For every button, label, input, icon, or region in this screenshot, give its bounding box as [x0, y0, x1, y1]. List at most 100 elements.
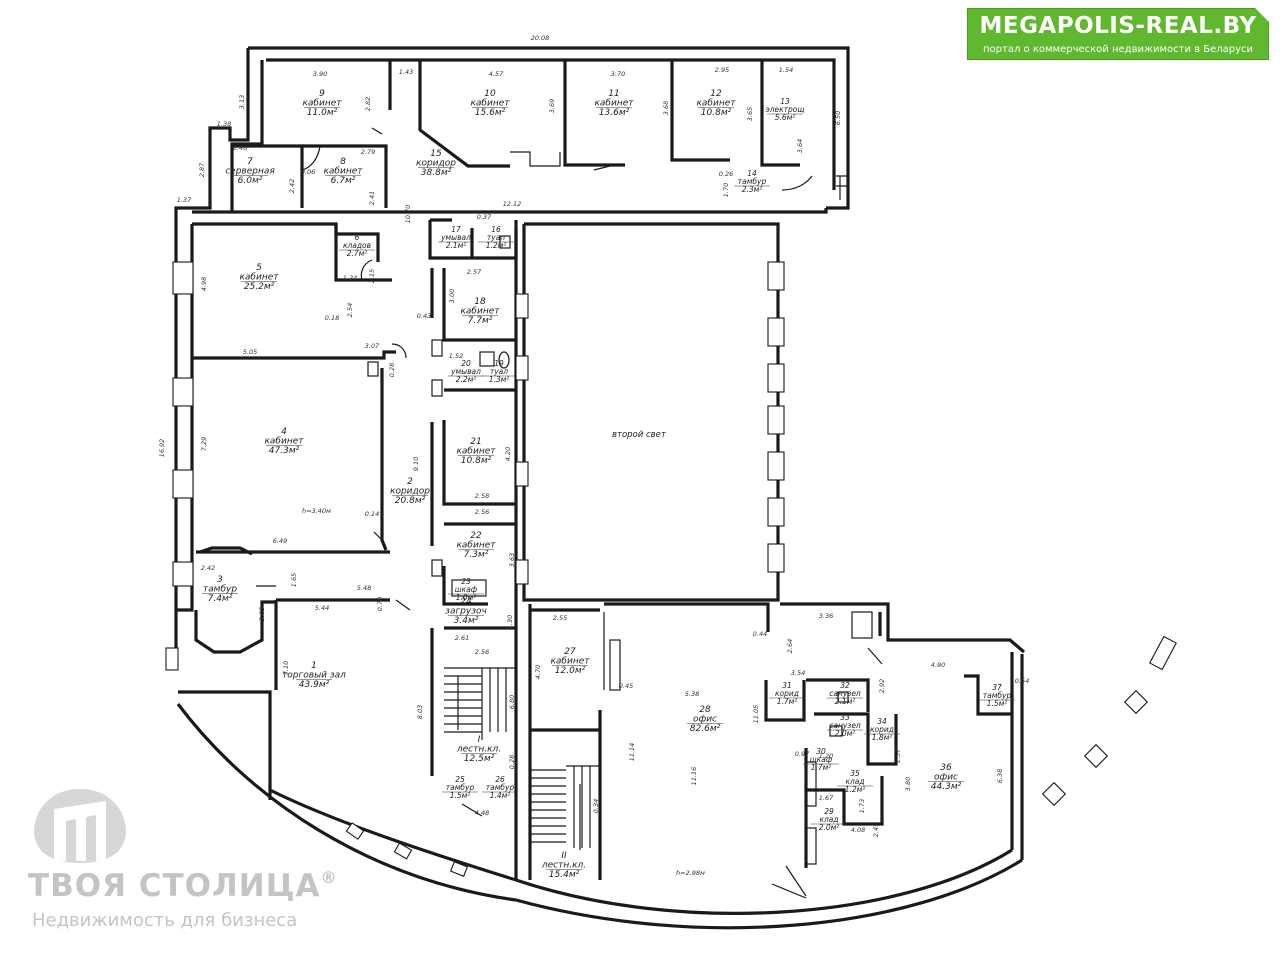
- room-number: 9: [319, 89, 325, 99]
- dimension-label: 7.29: [200, 437, 208, 451]
- dimension-label: 2.64: [786, 639, 794, 653]
- room-name: кабинет: [239, 273, 279, 283]
- dimension-label: 8.03: [416, 705, 424, 719]
- room-area: 6.0м²: [238, 176, 263, 186]
- dimension-label: 4.57: [489, 70, 504, 78]
- room-number: 6: [355, 233, 360, 242]
- room-number: 14: [747, 169, 757, 178]
- dimension-label: 3.69: [548, 99, 556, 113]
- dimension-label: 4.70: [534, 665, 542, 679]
- room-name: кабинет: [696, 99, 736, 109]
- room-name: кабинет: [264, 437, 304, 447]
- room-area: 47.3м²: [269, 446, 300, 456]
- room-number: 30: [816, 747, 826, 756]
- room-number: 5: [256, 263, 262, 273]
- dimension-label: 1.43: [399, 68, 413, 76]
- room-name: кабинет: [550, 657, 590, 667]
- room-number: 28: [699, 705, 711, 715]
- room-area: 10.8м²: [461, 456, 492, 466]
- dimension-label: 2.57: [467, 268, 482, 276]
- room-name: кабинет: [456, 541, 496, 551]
- dimension-label: 0.44: [753, 630, 767, 638]
- room-number: 31: [782, 681, 792, 690]
- room-number: 35: [850, 769, 860, 778]
- dimension-label: 6.49: [273, 537, 287, 545]
- dimension-label: 2.79: [361, 148, 375, 156]
- dimension-label: 3.36: [819, 612, 833, 620]
- room-name: тамбур: [486, 783, 515, 792]
- room-number: 8: [340, 157, 346, 167]
- dimension-label: 1.24: [343, 274, 357, 282]
- dimension-label: 0.18: [325, 314, 339, 322]
- dimension-label: 10.70: [404, 205, 412, 224]
- room-area: 12.5м²: [464, 754, 495, 764]
- room-area: 1.3м²: [489, 375, 510, 384]
- room-area: 2.0м²: [835, 729, 856, 738]
- dimension-label: 20.08: [531, 34, 550, 42]
- room-number: 2: [407, 477, 413, 487]
- room-name: серверная: [225, 167, 275, 177]
- dimension-label: 0.54: [1015, 677, 1029, 685]
- room-area: 43.9м²: [299, 680, 330, 690]
- dimension-label: 3.00: [448, 289, 456, 303]
- room-number: 32: [840, 681, 850, 690]
- site-badge-subtitle: портал о коммерческой недвижимости в Бел…: [983, 44, 1253, 55]
- room-area: 1.7м²: [811, 763, 832, 772]
- room-name: тамбур: [983, 691, 1012, 700]
- room-name: кабинет: [470, 99, 510, 109]
- room-name: лестн.кл.: [456, 745, 501, 755]
- dimension-label: 1.38: [217, 120, 231, 128]
- room-name: кабинет: [460, 307, 500, 317]
- room-name: загрузоч: [445, 607, 487, 617]
- height-note-1: h=3.40м: [302, 507, 331, 515]
- dimension-label: 12.12: [503, 200, 522, 208]
- room-area: 5.6м²: [775, 113, 796, 122]
- dimension-label: 9.10: [412, 457, 420, 471]
- site-badge-title: MEGAPOLIS-REAL.BY: [979, 13, 1257, 39]
- room-area: 15.6м²: [475, 108, 506, 118]
- room-name: тамбур: [738, 177, 767, 186]
- room-number: 29: [824, 807, 834, 816]
- room-number: 22: [470, 531, 482, 541]
- room-name: коридор: [390, 487, 430, 497]
- dimension-label: 3.07: [365, 342, 380, 350]
- site-badge[interactable]: MEGAPOLIS-REAL.BY портал о коммерческой …: [967, 8, 1269, 60]
- room-number: 7: [247, 157, 253, 167]
- room-number: 20: [461, 359, 471, 368]
- watermark-logo-icon: [34, 789, 126, 863]
- dimension-label: 0.45: [619, 682, 633, 690]
- room-number: 17: [451, 225, 461, 234]
- room-name: тамбур: [446, 783, 475, 792]
- dimension-label: 0.14: [365, 510, 379, 518]
- dimension-label: 6.80: [508, 695, 516, 709]
- room-number: 12: [710, 89, 722, 99]
- dimension-label: 2.95: [715, 66, 729, 74]
- room-name: кабинет: [456, 447, 496, 457]
- room-area: 7.4м²: [208, 594, 233, 604]
- room-area: 1.5м²: [450, 791, 471, 800]
- room-area: 12.0м²: [555, 666, 586, 676]
- dimension-label: 2.92: [878, 679, 886, 693]
- room-name: кабинет: [302, 99, 342, 109]
- room-area: 20.8м²: [395, 496, 426, 506]
